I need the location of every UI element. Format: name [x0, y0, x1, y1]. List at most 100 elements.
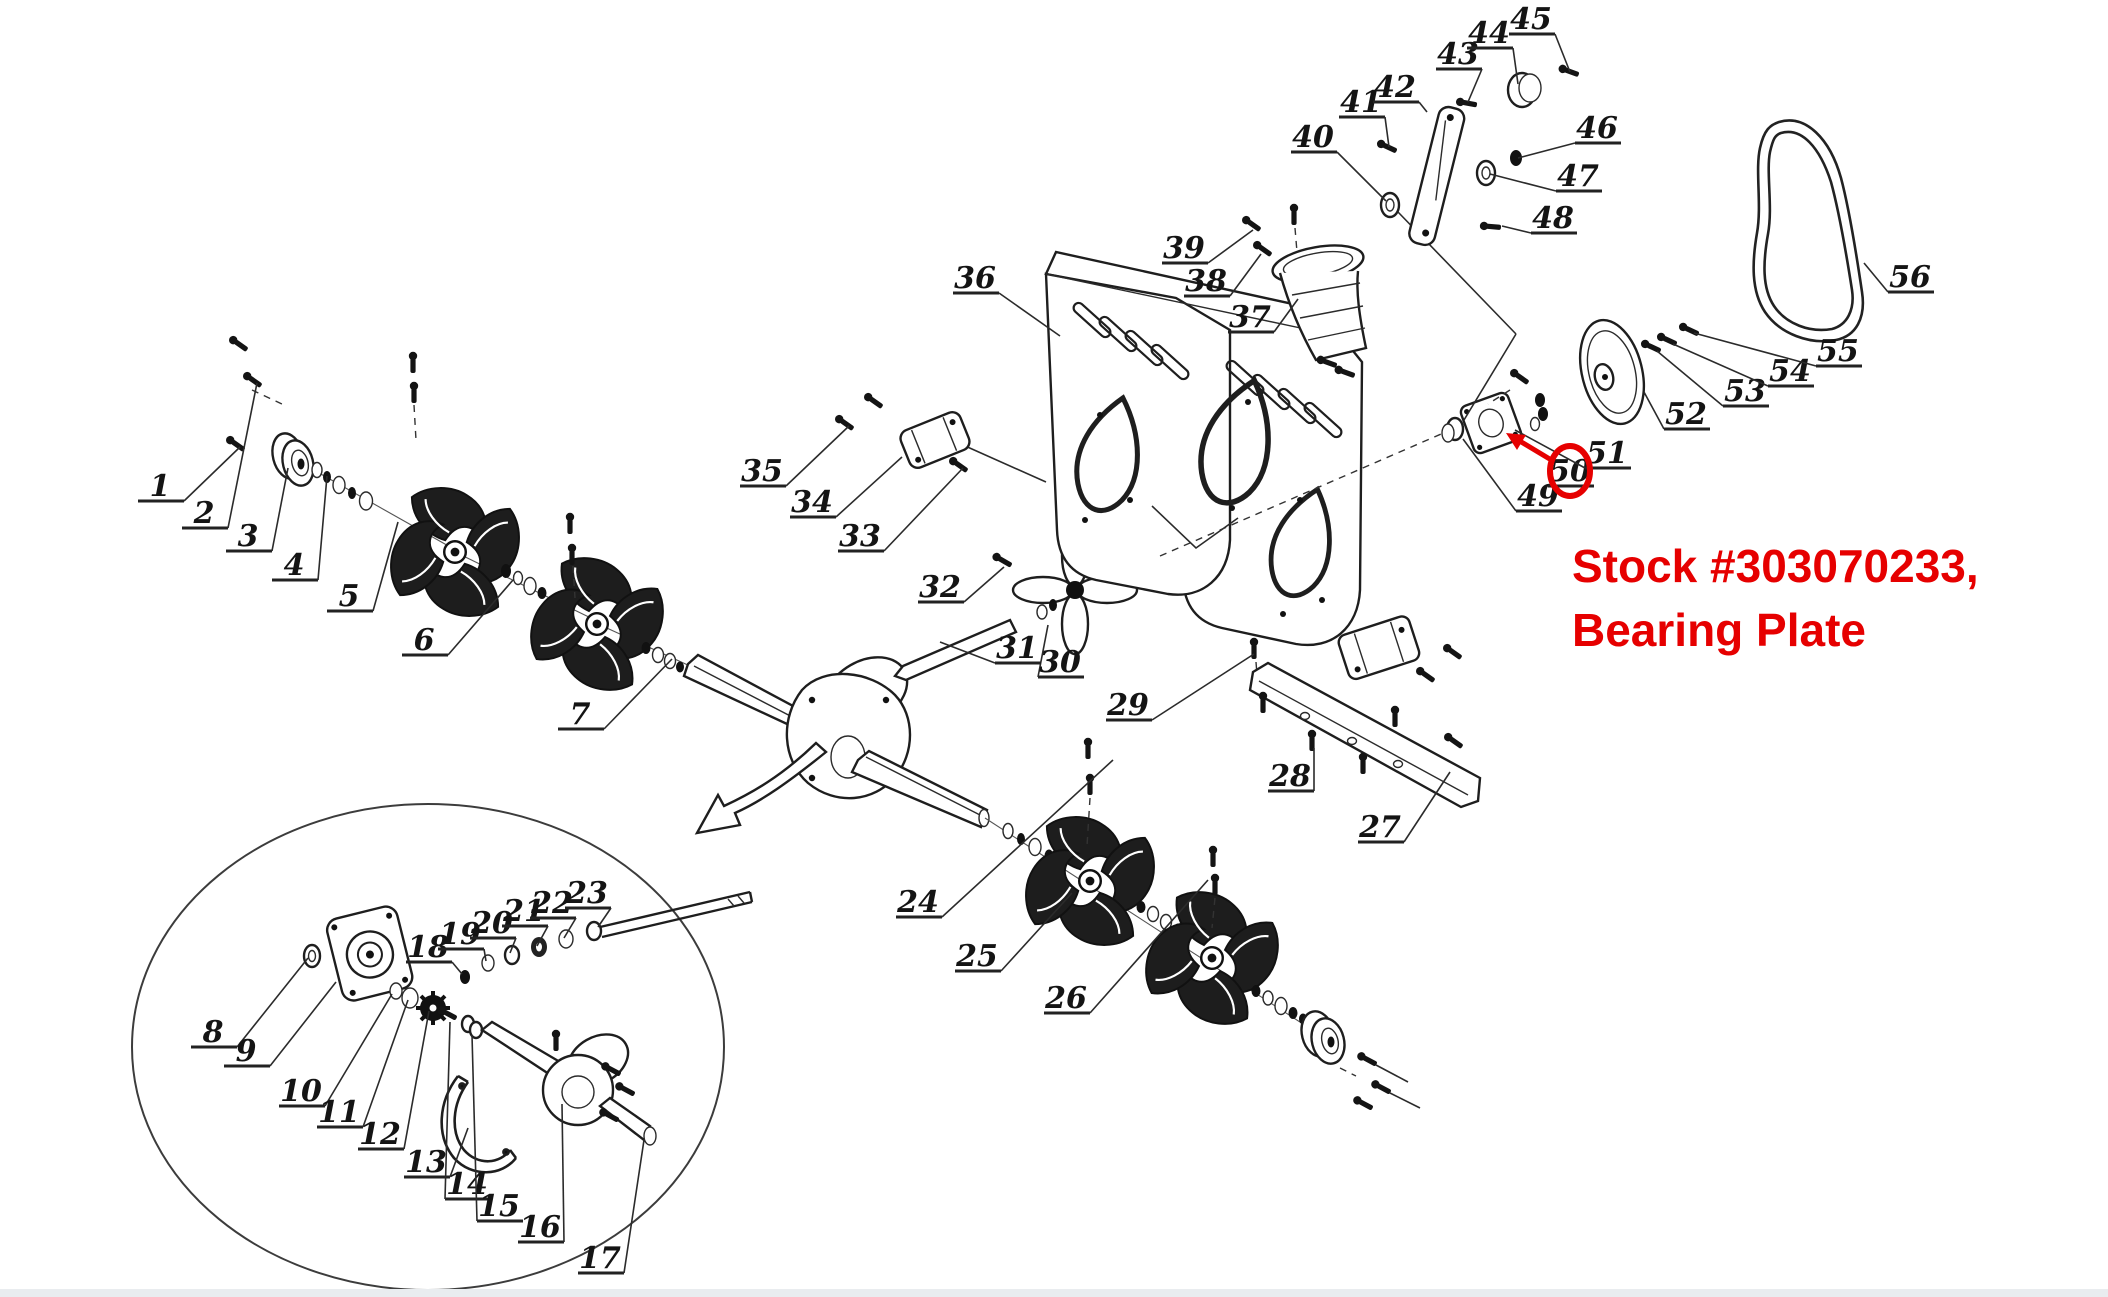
leader-line-37	[1273, 298, 1299, 333]
bolt-icon	[1358, 752, 1368, 774]
bolt-icon	[241, 370, 264, 390]
bolt-icon	[1557, 63, 1581, 79]
hub-pulley	[271, 432, 315, 487]
bearing-plate	[1459, 391, 1523, 455]
leader-line-29	[1151, 653, 1255, 721]
leader-line-52	[1643, 391, 1665, 430]
leader-line-13	[449, 1127, 469, 1178]
leader-line-49	[1462, 438, 1517, 512]
bolt-icon	[1289, 203, 1299, 225]
part-number-48: 48	[1532, 201, 1574, 236]
leader-line-41	[1384, 116, 1390, 148]
impeller-shaft-tube	[893, 618, 1018, 682]
bolt-icon	[1375, 138, 1399, 155]
bolt-icon	[613, 1080, 637, 1099]
part-number-51: 51	[1586, 436, 1628, 471]
part-number-53: 53	[1724, 374, 1766, 409]
bolt-icon	[990, 551, 1014, 570]
red-circle-highlight	[1547, 443, 1593, 499]
auger-tine-1	[389, 486, 521, 618]
bolt-icon	[1455, 97, 1478, 110]
bolt-icon	[1083, 737, 1093, 759]
right-auger-chain	[984, 737, 1421, 1113]
bolt-icon	[565, 512, 575, 534]
part-number-30: 30	[1039, 645, 1081, 680]
part-number-37: 37	[1229, 300, 1271, 335]
leader-line-48	[1501, 225, 1532, 234]
bolt-icon	[1355, 1050, 1379, 1069]
bolt-icon	[1307, 729, 1317, 751]
part-number-32: 32	[919, 570, 961, 605]
leader-line-16	[561, 1103, 565, 1243]
leader-line-45	[1554, 33, 1571, 73]
part-number-45: 45	[1510, 2, 1552, 37]
leader-line-4	[317, 475, 328, 581]
leader-line-31	[939, 641, 996, 664]
drive-belt	[1752, 119, 1865, 343]
part-number-1: 1	[150, 469, 171, 504]
skid-bracket	[1249, 615, 1464, 689]
part-number-4: 4	[284, 548, 305, 583]
leader-line-25	[1000, 892, 1073, 972]
part-number-6: 6	[414, 623, 435, 658]
part-number-12: 12	[359, 1117, 401, 1152]
bolt-icon	[1351, 1094, 1375, 1113]
footer-strip	[0, 1289, 2108, 1297]
bolt-icon	[409, 381, 419, 403]
leader-line-40	[1336, 151, 1387, 202]
leader-line-21	[536, 925, 549, 947]
part-number-52: 52	[1665, 397, 1707, 432]
auger-tine-3	[1024, 815, 1156, 947]
mount-bracket-upper	[833, 391, 971, 475]
part-number-24: 24	[896, 885, 939, 920]
part-number-27: 27	[1358, 810, 1401, 845]
part-number-46: 46	[1576, 111, 1618, 146]
discharge-chute	[1240, 203, 1368, 380]
part-number-29: 29	[1106, 688, 1149, 723]
part-number-25: 25	[955, 939, 998, 974]
leader-line-44	[1512, 47, 1519, 85]
support-bracket-plate	[1408, 105, 1466, 247]
leader-line-10	[324, 993, 393, 1107]
leader-line-35	[785, 425, 850, 487]
bolt-icon	[1677, 321, 1701, 338]
bolt-icon	[1369, 1078, 1393, 1097]
leader-line-5	[372, 521, 399, 612]
leader-line-14	[444, 1021, 451, 1200]
leader-line-42	[1418, 101, 1428, 113]
part-number-15: 15	[478, 1189, 520, 1224]
leader-line-54	[1672, 343, 1769, 387]
curved-arrow	[694, 741, 828, 835]
leader-line-3	[271, 467, 289, 552]
part-number-19: 19	[439, 917, 481, 952]
part-number-22: 22	[530, 886, 573, 921]
leader-line-33	[883, 467, 964, 552]
bolt-icon	[1210, 873, 1220, 895]
bolt-icon	[1390, 705, 1400, 727]
bushing	[1506, 71, 1542, 109]
part-number-26: 26	[1044, 981, 1087, 1016]
red-arrow-shaft	[1516, 437, 1555, 464]
drag-bar	[1248, 661, 1482, 809]
part-number-7: 7	[570, 697, 591, 732]
stock-annotation-line2: Bearing Plate	[1572, 604, 1866, 656]
red-annotation: Stock #303070233, Bearing Plate	[1506, 433, 1979, 656]
bolt-icon	[862, 391, 885, 411]
leader-line-26	[1089, 879, 1209, 1014]
part-number-23: 23	[565, 876, 608, 911]
part-number-2: 2	[193, 496, 215, 531]
shield-strap	[440, 1074, 518, 1174]
leader-line-23	[597, 907, 612, 928]
exploded-parts-artwork	[131, 63, 1865, 1291]
part-number-11: 11	[318, 1095, 360, 1130]
detail-gearbox	[541, 1033, 657, 1146]
bolt-icon	[227, 334, 250, 354]
part-number-9: 9	[236, 1034, 257, 1069]
part-number-35: 35	[741, 454, 783, 489]
part-number-38: 38	[1185, 264, 1227, 299]
bolt-icon	[1441, 642, 1464, 662]
top-right-hardware	[1375, 63, 1581, 421]
bolt-icon	[1508, 367, 1531, 387]
part-number-20: 20	[470, 906, 513, 941]
leader-line-43	[1467, 68, 1483, 103]
